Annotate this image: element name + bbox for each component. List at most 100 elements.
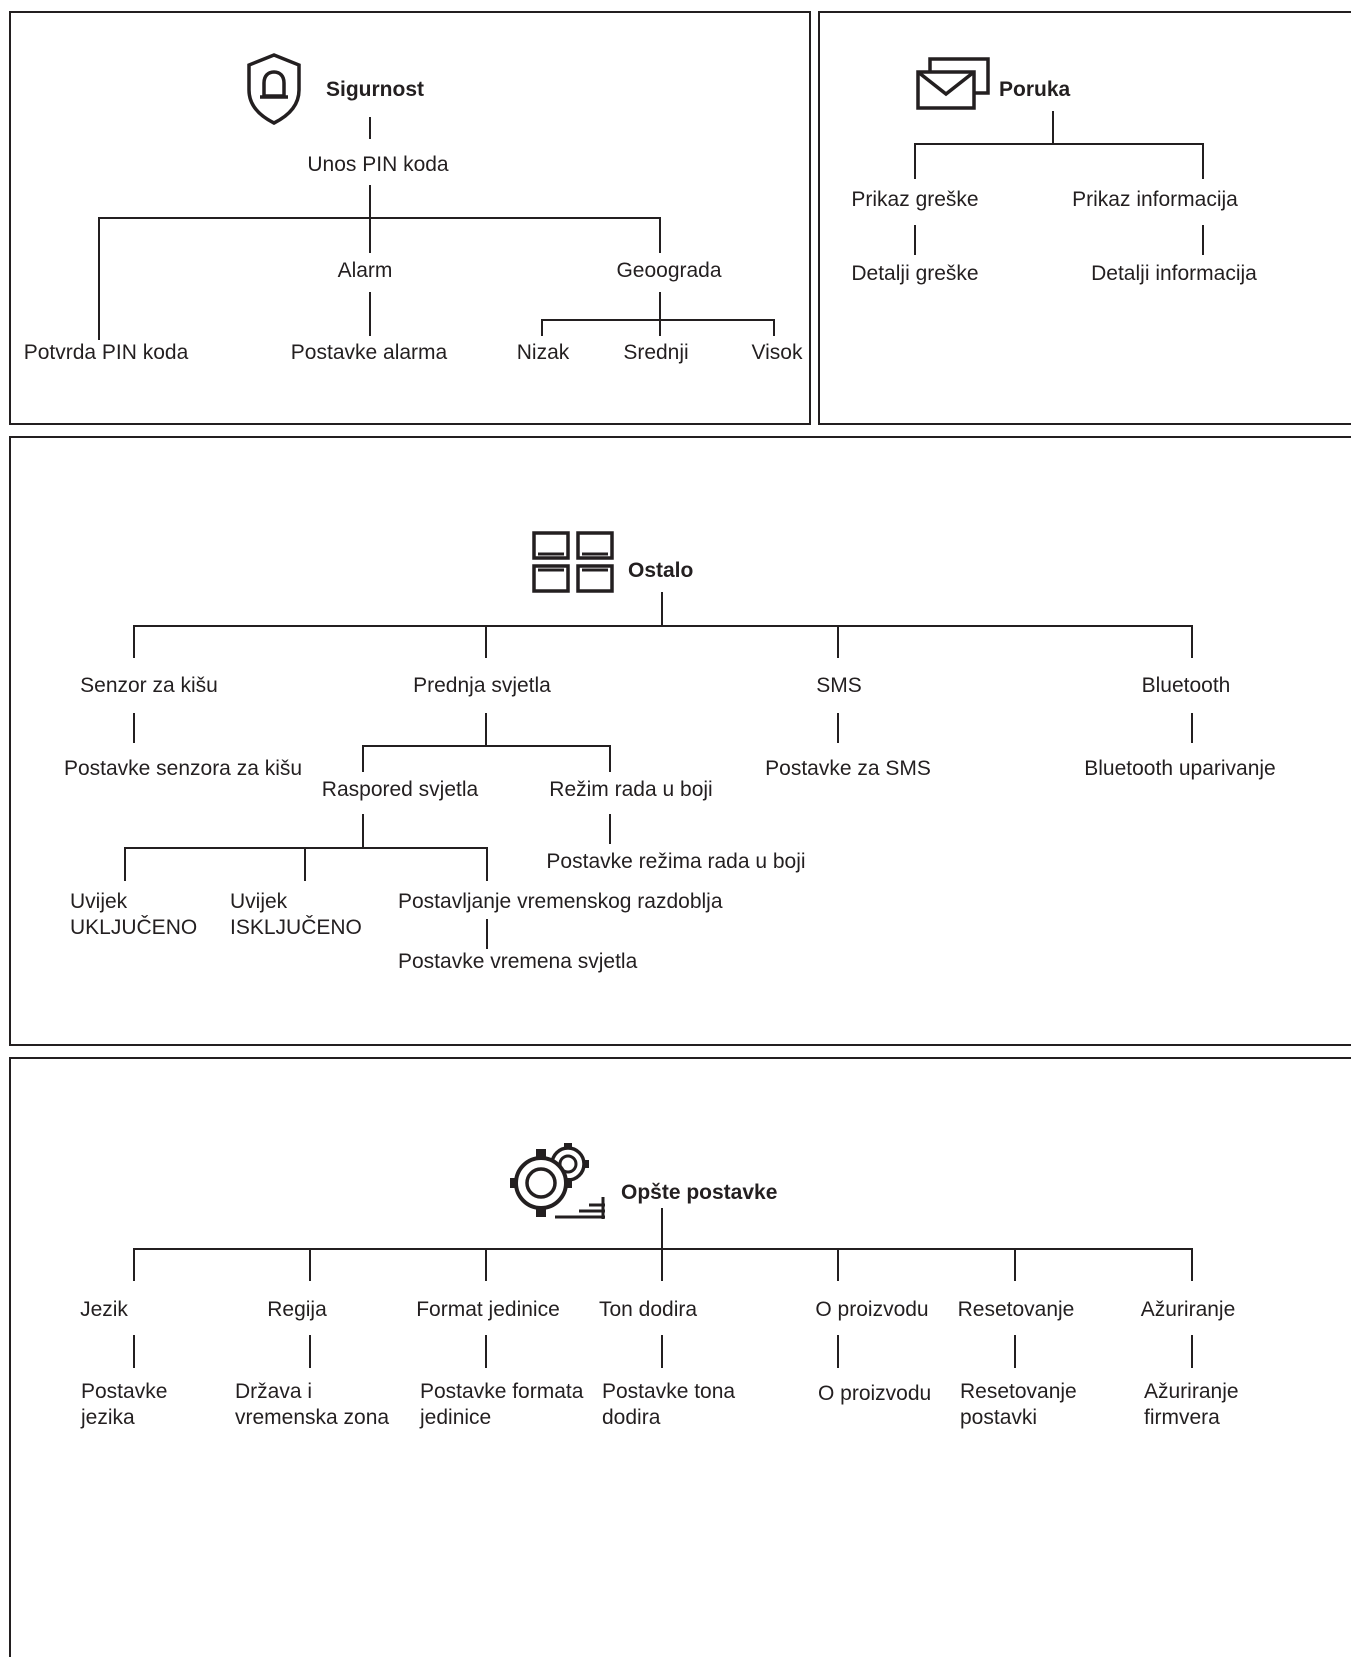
node-about-detail: O proizvodu [818, 1382, 932, 1405]
connector [133, 1248, 135, 1281]
connector [309, 1248, 311, 1281]
connector [98, 217, 100, 340]
connector [609, 745, 611, 772]
node-time-period: Postavljanje vremenskog razdoblja [398, 890, 723, 913]
connector [837, 1248, 839, 1281]
connector [369, 292, 371, 336]
node-language: Jezik [80, 1298, 128, 1321]
node-geofence: Geoograda [616, 259, 722, 282]
connector [1191, 1335, 1193, 1368]
node-error-details: Detalji greške [851, 262, 979, 285]
node-low: Nizak [516, 341, 570, 364]
node-high: Visok [751, 341, 803, 364]
node-region: Regija [267, 1298, 327, 1321]
node-language-settings: Postavke jezika [81, 1380, 168, 1429]
node-reset: Resetovanje [957, 1298, 1075, 1321]
node-light-time-settings: Postavke vremena svjetla [398, 950, 638, 973]
node-info-details: Detalji informacija [1091, 262, 1257, 285]
node-alarm: Alarm [337, 259, 393, 282]
message-panel [818, 11, 1351, 425]
connector [1191, 1248, 1193, 1281]
node-always-on: Uvijek UKLJUČENO [70, 890, 198, 939]
general-panel [9, 1057, 1351, 1657]
node-color-mode-settings: Postavke režima rada u boji [546, 850, 806, 873]
connector [661, 592, 663, 627]
connector [124, 847, 488, 849]
connector [1202, 143, 1204, 179]
connector [486, 847, 488, 881]
connector [133, 1248, 1193, 1250]
connector [837, 713, 839, 743]
connector [304, 847, 306, 881]
connector [485, 1335, 487, 1368]
node-alarm-settings: Postavke alarma [290, 341, 448, 364]
node-sms-settings: Postavke za SMS [765, 757, 931, 780]
connector [362, 745, 611, 747]
connector [309, 1335, 311, 1368]
connector [485, 713, 487, 747]
node-light-schedule: Raspored svjetla [321, 778, 479, 801]
node-touch-tone: Ton dodira [598, 1298, 698, 1321]
connector [1014, 1335, 1016, 1368]
connector [369, 185, 371, 253]
node-unit-format-settings: Postavke formata jedinice [420, 1380, 584, 1429]
node-pin-entry: Unos PIN koda [307, 153, 449, 176]
node-touch-tone-settings: Postavke tona dodira [602, 1380, 736, 1429]
envelope-icon [916, 57, 990, 110]
node-update-firmware: Ažuriranje firmvera [1144, 1380, 1239, 1429]
node-reset-settings: Resetovanje postavki [960, 1380, 1077, 1429]
connector [1191, 625, 1193, 658]
connector [837, 625, 839, 658]
connector [1052, 111, 1054, 145]
connector [133, 625, 1193, 627]
connector [133, 1335, 135, 1368]
general-title: Opšte postavke [621, 1181, 778, 1204]
connector [1014, 1248, 1016, 1281]
connector [914, 225, 916, 255]
connector [659, 292, 661, 336]
connector [661, 1335, 663, 1368]
node-medium: Srednji [623, 341, 689, 364]
connector [1191, 713, 1193, 743]
node-rain-sensor: Senzor za kišu [80, 674, 218, 697]
connector [369, 117, 371, 139]
connector [914, 143, 1204, 145]
connector [661, 1208, 663, 1250]
node-sms: SMS [816, 674, 862, 697]
connector [362, 745, 364, 772]
connector [541, 319, 543, 336]
connector [485, 625, 487, 658]
security-title: Sigurnost [326, 78, 424, 101]
connector [837, 1335, 839, 1368]
connector [133, 625, 135, 658]
connector [609, 814, 611, 844]
shield-bell-icon [247, 53, 301, 125]
connector [541, 319, 775, 321]
connector [124, 847, 126, 881]
node-color-mode: Režim rada u boji [549, 778, 713, 801]
connector [485, 1248, 487, 1281]
node-region-settings: Država i vremenska zona [235, 1380, 390, 1429]
connector [659, 217, 661, 253]
node-always-off: Uvijek ISKLJUČENO [230, 890, 362, 939]
other-panel [9, 436, 1351, 1046]
node-update: Ažuriranje [1140, 1298, 1236, 1321]
connector [486, 919, 488, 949]
connector [773, 319, 775, 336]
node-unit-format: Format jedinice [416, 1298, 560, 1321]
node-error-view: Prikaz greške [851, 188, 979, 211]
node-info-view: Prikaz informacija [1072, 188, 1238, 211]
connector [133, 713, 135, 743]
connector [661, 1248, 663, 1281]
connector [362, 814, 364, 849]
message-title: Poruka [999, 78, 1071, 101]
gears-icon [510, 1143, 605, 1219]
grid-icon [532, 531, 614, 593]
node-bluetooth-pairing: Bluetooth uparivanje [1084, 757, 1276, 780]
node-pin-confirm: Potvrda PIN koda [23, 341, 189, 364]
node-bluetooth: Bluetooth [1141, 674, 1231, 697]
node-rain-sensor-settings: Postavke senzora za kišu [63, 757, 303, 780]
node-headlights: Prednja svjetla [413, 674, 551, 697]
connector [98, 217, 661, 219]
connector [914, 143, 916, 179]
